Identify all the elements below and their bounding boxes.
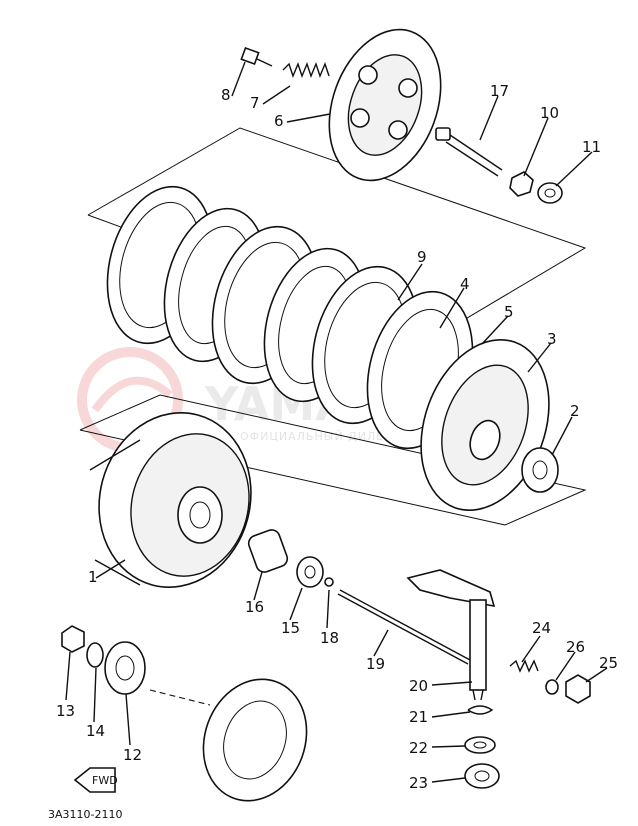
callout-16: 16 (245, 598, 264, 616)
callout-15: 15 (281, 619, 300, 637)
callout-20: 20 (409, 677, 428, 695)
callout-25: 25 (599, 654, 618, 672)
callout-labels: 8 7 6 17 10 11 9 4 5 3 2 1 16 15 18 19 2… (56, 82, 618, 792)
callout-10: 10 (540, 104, 559, 122)
callout-8: 8 (221, 86, 231, 104)
callout-24: 24 (532, 619, 551, 637)
drive-gear-nut-crank (61, 625, 308, 802)
sleeve-washer-rod (247, 529, 471, 665)
clutch-housing (89, 412, 252, 588)
fwd-label: FWD (92, 774, 118, 787)
fwd-arrow-icon: FWD (73, 767, 118, 793)
push-lever-assembly (406, 569, 591, 789)
callout-14: 14 (86, 722, 105, 740)
callout-13: 13 (56, 702, 75, 720)
plate-stack (106, 185, 474, 450)
callout-21: 21 (409, 708, 428, 726)
drawing-code: 3A3110-2110 (48, 808, 122, 821)
callout-22: 22 (409, 739, 428, 757)
callout-5: 5 (504, 303, 514, 321)
callout-4: 4 (460, 275, 470, 293)
callout-26: 26 (566, 638, 585, 656)
callout-3: 3 (547, 330, 557, 348)
push-rod-nut-washer (435, 127, 563, 204)
callout-19: 19 (366, 655, 385, 673)
callout-6: 6 (274, 112, 284, 130)
pressure-plate (328, 28, 442, 182)
clutch-boss (420, 338, 550, 512)
callout-9: 9 (417, 248, 427, 266)
callout-17: 17 (490, 82, 509, 100)
callout-18: 18 (320, 629, 339, 647)
callout-12: 12 (123, 746, 142, 764)
bolt-and-spring (240, 46, 330, 78)
callout-2: 2 (570, 402, 580, 420)
callout-1: 1 (88, 568, 98, 586)
callout-11: 11 (582, 138, 601, 156)
leader-lines (65, 61, 608, 783)
thrust-washer (521, 447, 559, 493)
callout-7: 7 (250, 94, 260, 112)
callout-23: 23 (409, 774, 428, 792)
